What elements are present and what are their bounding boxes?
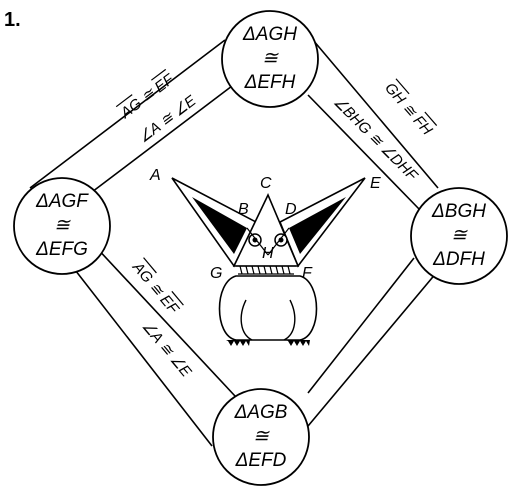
point-label-b: B	[238, 201, 249, 218]
point-label-g: G	[210, 265, 222, 282]
point-label-h: H	[262, 245, 274, 262]
feet	[226, 340, 310, 346]
node-left-line3: ΔEFG	[35, 239, 88, 260]
node-bottom-line3: ΔEFD	[235, 450, 287, 471]
central-figure	[172, 178, 365, 346]
problem-number: 1.	[4, 9, 21, 31]
edge-label-bottom-left-inner: ∠A ≅ ∠E	[138, 318, 195, 381]
node-right-line1: ΔBGH	[431, 201, 486, 222]
node-top-line3: ΔEFH	[244, 72, 296, 93]
point-label-a: A	[149, 167, 161, 184]
node-right-line2: ≅	[451, 225, 468, 246]
rail-bottom-right-outer	[298, 272, 437, 438]
edge-label-bottom-left-outer: AG ≅ EF	[128, 258, 182, 318]
point-label-c: C	[260, 175, 272, 192]
node-left-line1: ΔAGF	[35, 191, 89, 212]
mouth-teeth	[236, 266, 296, 274]
node-top-line1: ΔAGH	[242, 24, 297, 45]
point-label-d: D	[285, 201, 297, 218]
rail-bottom-right-inner	[308, 258, 414, 393]
node-bottom-line2: ≅	[253, 426, 270, 447]
node-bottom-line1: ΔAGB	[234, 402, 288, 423]
body	[220, 276, 317, 340]
node-top-line2: ≅	[262, 48, 279, 69]
point-label-e: E	[370, 175, 381, 192]
node-right-line3: ΔDFH	[432, 249, 485, 270]
node-left-line2: ≅	[54, 215, 71, 236]
rail-bottom-left-outer	[72, 266, 212, 446]
point-label-f: F	[302, 265, 313, 282]
